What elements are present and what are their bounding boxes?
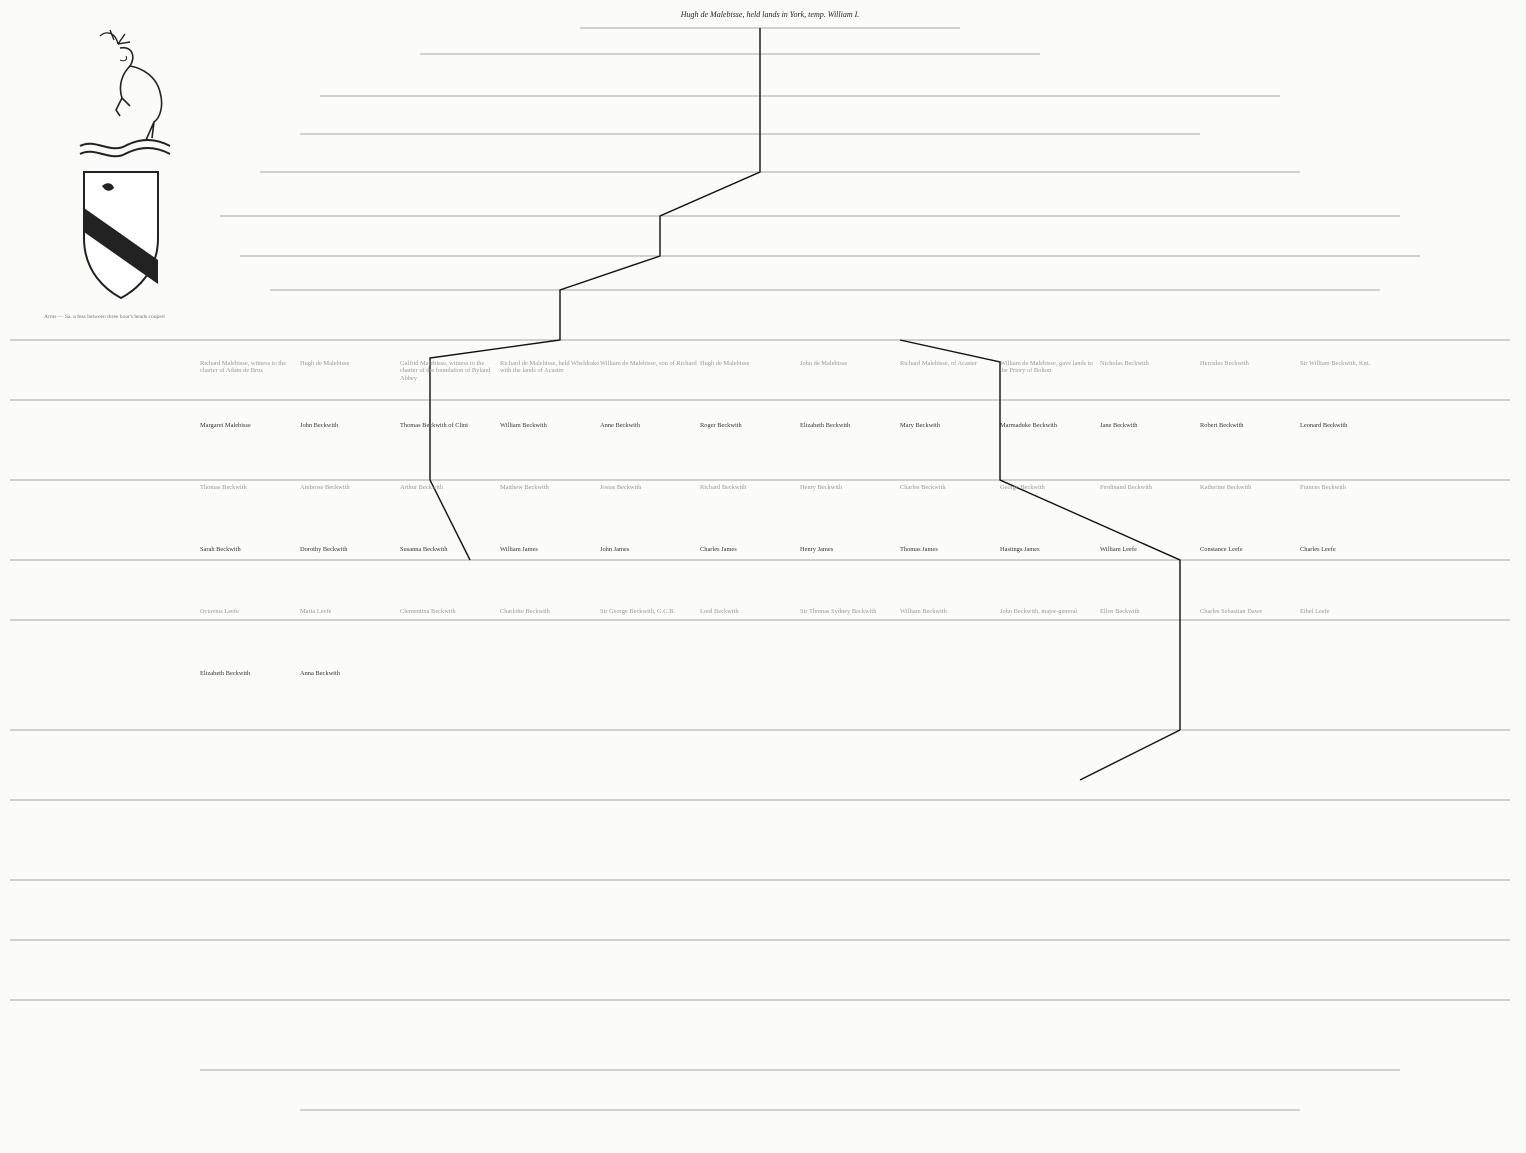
pedigree-entry: Charles Sebastian Dawe <box>1200 608 1300 615</box>
pedigree-entry: John de Malebisse <box>800 360 900 367</box>
pedigree-entry: Josias Beckwith <box>600 484 700 491</box>
pedigree-entry: Sarah Beckwith <box>200 546 300 553</box>
pedigree-entry: William Beckwith <box>900 608 1000 615</box>
pedigree-entry: Ambrose Beckwith <box>300 484 400 491</box>
pedigree-entry: Thomas Beckwith <box>200 484 300 491</box>
pedigree-entry: Robert Beckwith <box>1200 422 1300 429</box>
pedigree-entry: Charles James <box>700 546 800 553</box>
pedigree-entry: Charles Beckwith <box>900 484 1000 491</box>
pedigree-entry: Maria Leefe <box>300 608 400 615</box>
pedigree-entry: William Leefe <box>1100 546 1200 553</box>
pedigree-entry: Richard Malebisse, of Acaster <box>900 360 1000 367</box>
pedigree-entry: Anne Beckwith <box>600 422 700 429</box>
pedigree-entry: Galfrid Malebisse, witness to the charte… <box>400 360 500 382</box>
pedigree-entry: John Beckwith <box>300 422 400 429</box>
pedigree-entry: Clementina Beckwith <box>400 608 500 615</box>
pedigree-entry: William de Malebisse, son of Richard <box>600 360 700 367</box>
pedigree-entry: Thomas James <box>900 546 1000 553</box>
pedigree-entry: Roger Beckwith <box>700 422 800 429</box>
pedigree-entry: Mary Beckwith <box>900 422 1000 429</box>
pedigree-entry: Hugh de Malebisse <box>700 360 800 367</box>
pedigree-entry: Hercules Beckwith <box>1200 360 1300 367</box>
pedigree-entry: Ellen Beckwith <box>1100 608 1200 615</box>
pedigree-entry: Frances Beckwith <box>1300 484 1400 491</box>
pedigree-entry: Jane Beckwith <box>1100 422 1200 429</box>
pedigree-entry: Sir William Beckwith, Knt. <box>1300 360 1400 367</box>
pedigree-entry: Richard de Malebisse, held Wheldrake wit… <box>500 360 600 375</box>
pedigree-entry: William de Malebisse, gave lands to the … <box>1000 360 1100 375</box>
pedigree-entry: Ethel Leefe <box>1300 608 1400 615</box>
pedigree-entry: Nicholas Beckwith <box>1100 360 1200 367</box>
pedigree-entry: Lord Beckwith <box>700 608 800 615</box>
pedigree-entry: Matthew Beckwith <box>500 484 600 491</box>
pedigree-entry: Charlotte Beckwith <box>500 608 600 615</box>
pedigree-entry: Thomas Beckwith of Clint <box>400 422 500 429</box>
pedigree-entry: Sir Thomas Sydney Beckwith <box>800 608 900 615</box>
pedigree-entry: Hastings James <box>1000 546 1100 553</box>
pedigree-entry: Leonard Beckwith <box>1300 422 1400 429</box>
pedigree-entry: George Beckwith <box>1000 484 1100 491</box>
pedigree-entry: Elizabeth Beckwith <box>200 670 300 677</box>
pedigree-entry: Susanna Beckwith <box>400 546 500 553</box>
pedigree-entry: Richard Malebisse, witness to the charte… <box>200 360 300 375</box>
pedigree-entry: Hugh de Malebisse <box>300 360 400 367</box>
pedigree-entry: Marmaduke Beckwith <box>1000 422 1100 429</box>
pedigree-entry: Henry James <box>800 546 900 553</box>
pedigree-entry: Anna Beckwith <box>300 670 400 677</box>
pedigree-entry: Constance Leefe <box>1200 546 1300 553</box>
pedigree-entry: Elizabeth Beckwith <box>800 422 900 429</box>
pedigree-entry: John James <box>600 546 700 553</box>
pedigree-entry: William James <box>500 546 600 553</box>
pedigree-entry: Richard Beckwith <box>700 484 800 491</box>
pedigree-entry: Ferdinand Beckwith <box>1100 484 1200 491</box>
pedigree-entry: Dorothy Beckwith <box>300 546 400 553</box>
pedigree-entry: Charles Leefe <box>1300 546 1400 553</box>
pedigree-entry: John Beckwith, major-general <box>1000 608 1100 615</box>
pedigree-entry: William Beckwith <box>500 422 600 429</box>
pedigree-entry: Octavius Leefe <box>200 608 300 615</box>
pedigree-entry: Sir George Beckwith, G.C.B. <box>600 608 700 615</box>
pedigree-entry: Margaret Malebisse <box>200 422 300 429</box>
pedigree-entry: Arthur Beckwith <box>400 484 500 491</box>
pedigree-entry: Henry Beckwith <box>800 484 900 491</box>
pedigree-entry: Katherine Beckwith <box>1200 484 1300 491</box>
